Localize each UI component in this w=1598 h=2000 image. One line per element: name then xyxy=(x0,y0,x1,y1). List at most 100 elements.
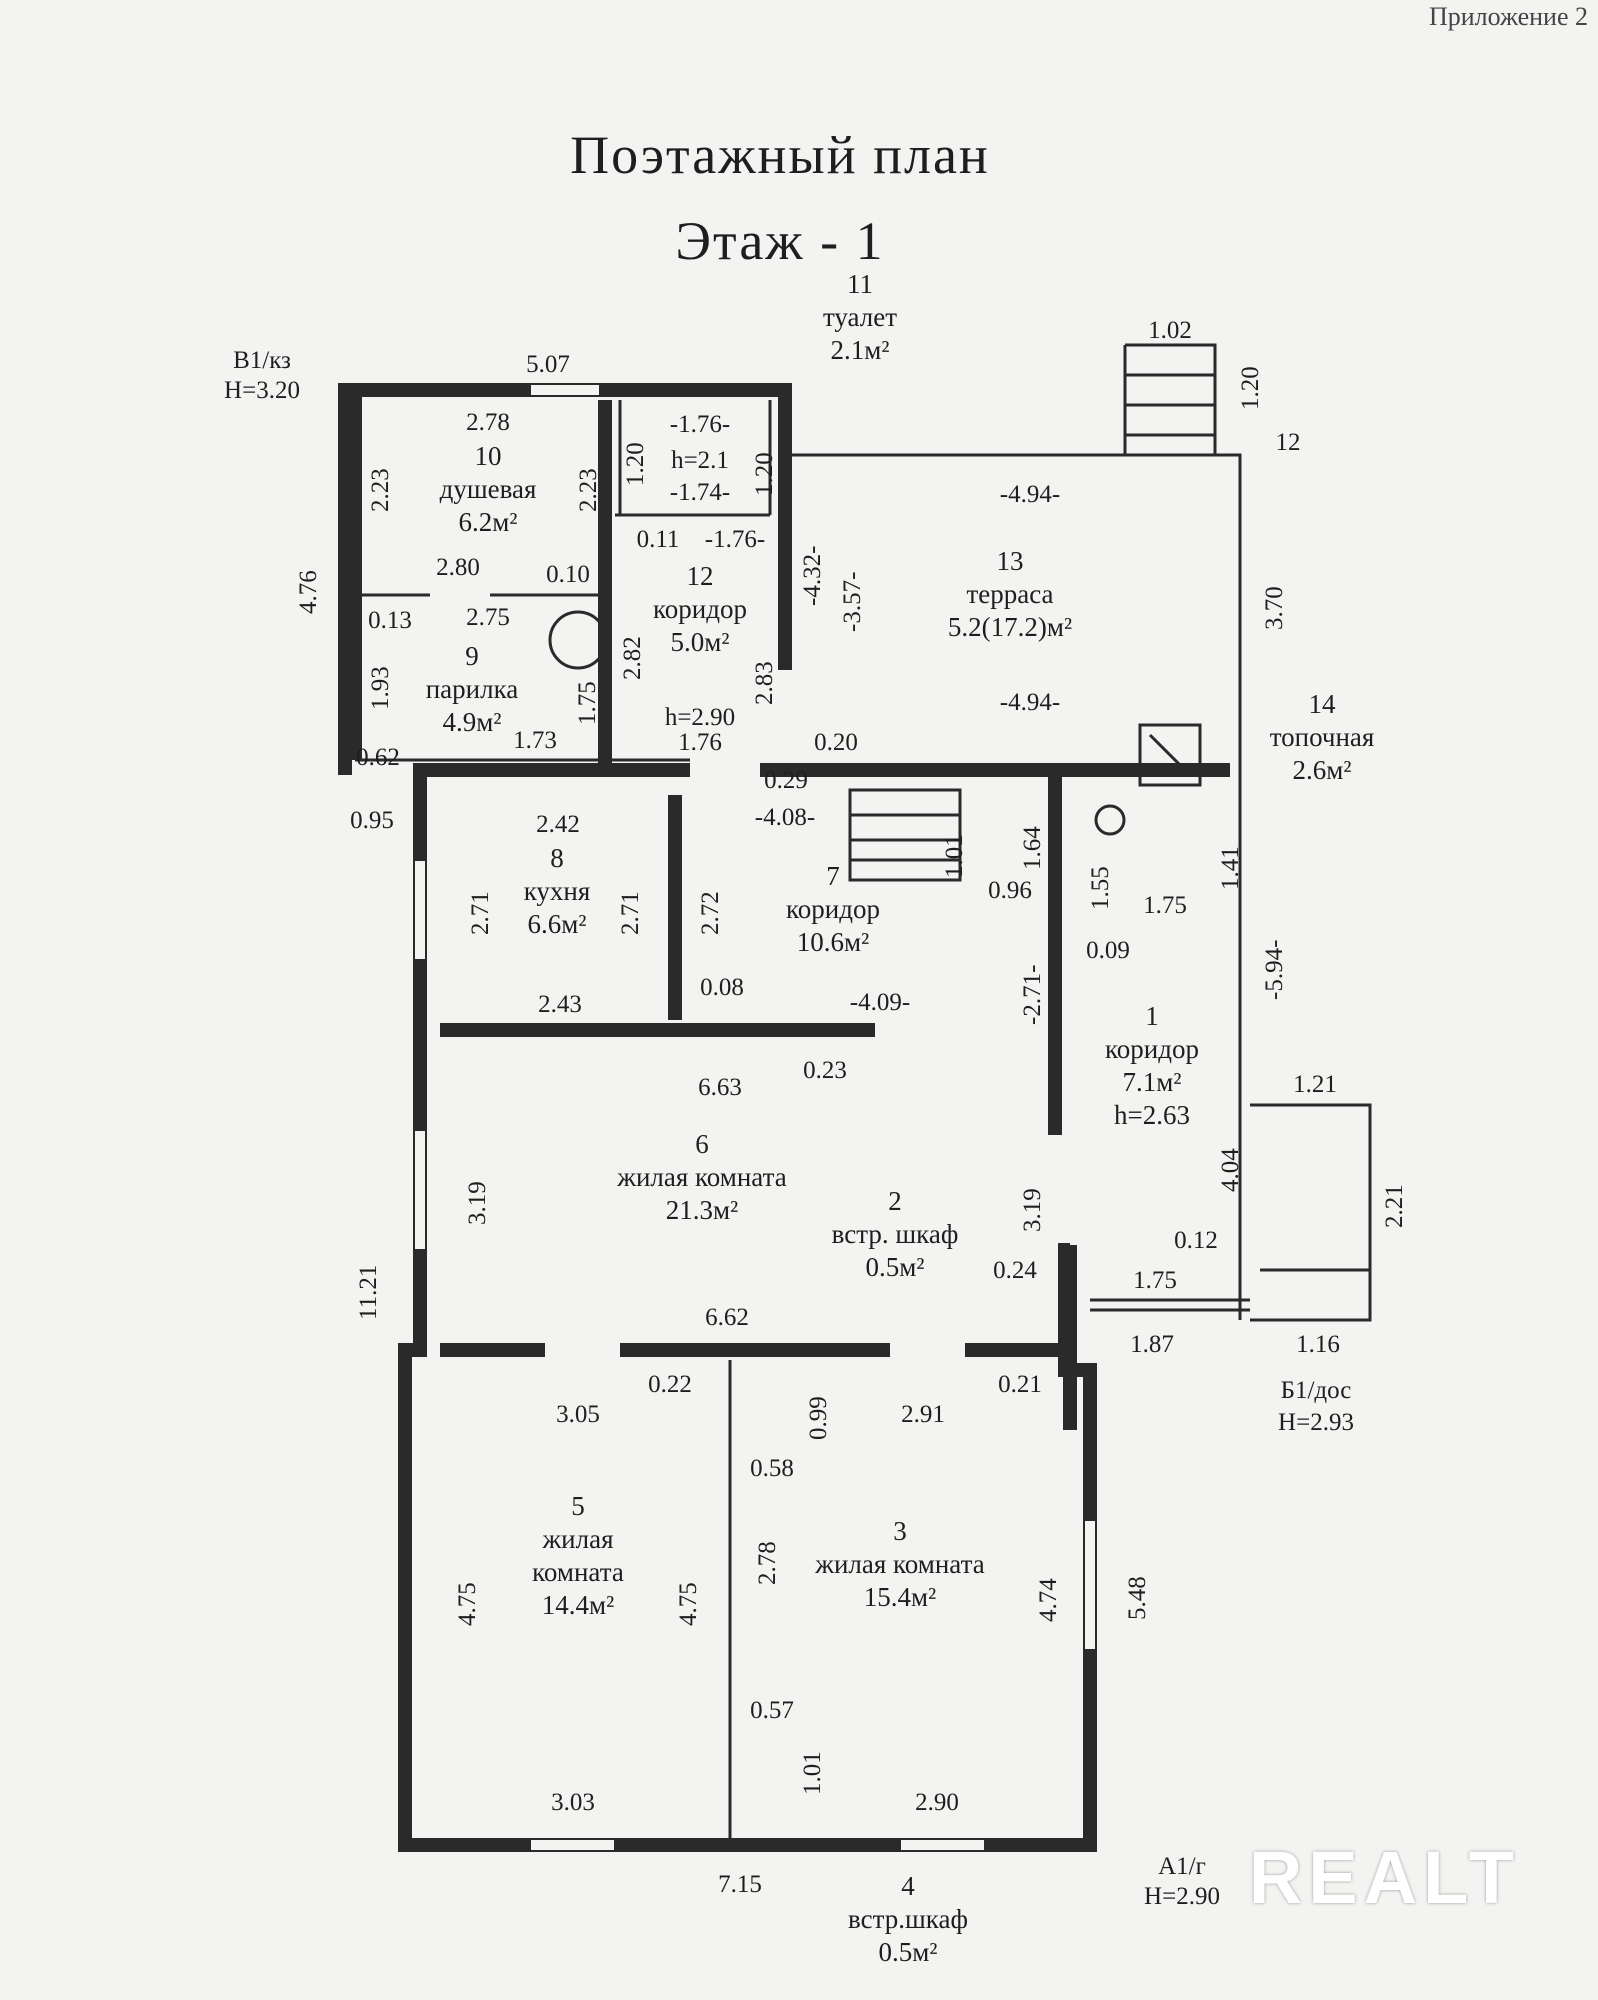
dim-label: 4.75 xyxy=(675,1582,702,1626)
porch-outline xyxy=(1250,1103,1372,1322)
room-11-number: 11 xyxy=(846,269,873,299)
window-right-room3 xyxy=(1083,1519,1097,1651)
dim-label: 6.62 xyxy=(705,1304,749,1331)
dim-label: -5.94- xyxy=(1261,939,1288,1000)
room-9-name: парилка xyxy=(425,673,519,704)
room-10-number: 10 xyxy=(474,441,502,471)
dim-label: 1.73 xyxy=(513,727,557,754)
dim-label: 0.62 xyxy=(356,744,400,771)
room-11: 11 туалет 2.1м² xyxy=(823,268,897,367)
dim-label: 2.90 xyxy=(915,1789,959,1816)
wall-toilet xyxy=(615,400,772,517)
dim-label: 1.20 xyxy=(622,442,649,486)
dim-label: 2.78 xyxy=(466,409,510,436)
dim-label: 2.21 xyxy=(1381,1184,1408,1228)
realt-watermark: REALT xyxy=(1248,1836,1520,1919)
dim-label: 0.58 xyxy=(750,1455,794,1482)
room-12-number: 12 xyxy=(686,561,714,591)
plan-title: Поэтажный план xyxy=(570,125,990,185)
dim-label: 4.76 xyxy=(295,570,322,614)
dim-label: 6.63 xyxy=(698,1074,742,1101)
dim-label: 1.76 xyxy=(678,729,722,756)
room-11-name: туалет xyxy=(822,301,898,332)
room-12-outer-number: 12 xyxy=(1275,429,1301,456)
dim-label: 2.91 xyxy=(901,1401,945,1428)
block-b2-height: H=2.93 xyxy=(1278,1409,1354,1436)
dim-label: 2.75 xyxy=(466,604,510,631)
dim-label: 1.75 xyxy=(574,681,601,725)
dim-label: -4.94- xyxy=(999,481,1061,508)
dim-label: 0.99 xyxy=(805,1396,832,1440)
room-1-name: коридор xyxy=(1105,1033,1199,1064)
dim-label: 3.70 xyxy=(1261,586,1288,630)
room-5-area: 14.4м² xyxy=(541,1589,615,1620)
dim-label: 2.71 xyxy=(617,891,644,935)
room-9: 9 парилка 4.9м² xyxy=(426,640,519,739)
dim-label: -2.71- xyxy=(1019,964,1046,1025)
room-6-area: 21.3м² xyxy=(665,1194,739,1225)
room-3: 3 жилая комната 15.4м² xyxy=(815,1515,984,1614)
block-a1-name: А1/г xyxy=(1158,1853,1206,1880)
room-13: 13 терраса 5.2(17.2)м² xyxy=(948,545,1072,644)
window-bottom-1 xyxy=(529,1838,616,1852)
room-5-name2: комната xyxy=(532,1556,624,1587)
dim-label: -3.57- xyxy=(839,571,866,632)
room-3-number: 3 xyxy=(893,1516,907,1546)
window-left-living xyxy=(413,1129,427,1251)
room-11-height: h=2.1 xyxy=(671,447,729,474)
dim-label: 1.20 xyxy=(1237,366,1264,410)
dim-label: 1.93 xyxy=(367,666,394,710)
dim-label: 0.23 xyxy=(803,1057,847,1084)
dim-label: 1.20 xyxy=(751,452,778,496)
dim-label: 1.75 xyxy=(1143,892,1187,919)
dim-label: 1.75 xyxy=(1133,1267,1177,1294)
room-13-name: терраса xyxy=(966,578,1054,609)
room-1-number: 1 xyxy=(1145,1001,1159,1031)
dim-label: 3.05 xyxy=(556,1401,600,1428)
room-7-area: 10.6м² xyxy=(796,926,870,957)
porch-connector xyxy=(1090,1298,1250,1312)
dim-label: 2.23 xyxy=(367,468,394,512)
dim-label: 11.21 xyxy=(355,1264,382,1320)
room-5-name1: жилая xyxy=(542,1523,614,1554)
dim-label: -1.74- xyxy=(669,479,731,506)
room-14-name: топочная xyxy=(1269,721,1375,752)
dim-label: 3.19 xyxy=(1019,1188,1046,1232)
dim-label: 2.23 xyxy=(575,468,602,512)
dim-label: 0.11 xyxy=(636,526,680,553)
room-12: 12 коридор 5.0м² xyxy=(653,560,747,659)
dim-label: 1.41 xyxy=(1217,846,1244,890)
dim-label: -4.94- xyxy=(999,689,1061,716)
room-5-number: 5 xyxy=(571,1491,585,1521)
room-3-name: жилая комната xyxy=(815,1548,985,1579)
dim-label: -4.32- xyxy=(799,545,826,606)
dim-label: 1.01 xyxy=(941,834,968,878)
block-a1-height: H=2.90 xyxy=(1144,1883,1220,1910)
dim-label: 0.24 xyxy=(993,1257,1037,1284)
dim-label: 2.78 xyxy=(754,1541,781,1585)
room-4-area: 0.5м² xyxy=(878,1936,938,1967)
dim-label: 1.02 xyxy=(1148,317,1192,344)
dim-label: 2.42 xyxy=(536,811,580,838)
window-top-b1 xyxy=(529,383,601,397)
room-7: 7 коридор 10.6м² xyxy=(786,860,880,959)
room-6-number: 6 xyxy=(695,1129,709,1159)
dim-label: 3.03 xyxy=(551,1789,595,1816)
dim-label: -4.08- xyxy=(754,804,816,831)
room-10: 10 душевая 6.2м² xyxy=(440,440,537,539)
room-2-name: встр. шкаф xyxy=(831,1218,959,1249)
sauna-stove xyxy=(548,610,608,670)
dim-label: 5.07 xyxy=(526,351,570,378)
inner-stairs xyxy=(848,788,962,882)
boiler-room xyxy=(1138,723,1202,787)
dim-label: 0.10 xyxy=(546,561,590,588)
dim-label: 0.20 xyxy=(814,729,858,756)
room-6: 6 жилая комната 21.3м² xyxy=(617,1128,786,1227)
room-2-number: 2 xyxy=(888,1186,902,1216)
block-b1-name: В1/кз xyxy=(233,347,291,374)
dim-label: 2.80 xyxy=(436,554,480,581)
dim-label: 0.13 xyxy=(368,607,412,634)
room-7-number: 7 xyxy=(826,861,840,891)
dim-label: 1.64 xyxy=(1019,826,1046,870)
